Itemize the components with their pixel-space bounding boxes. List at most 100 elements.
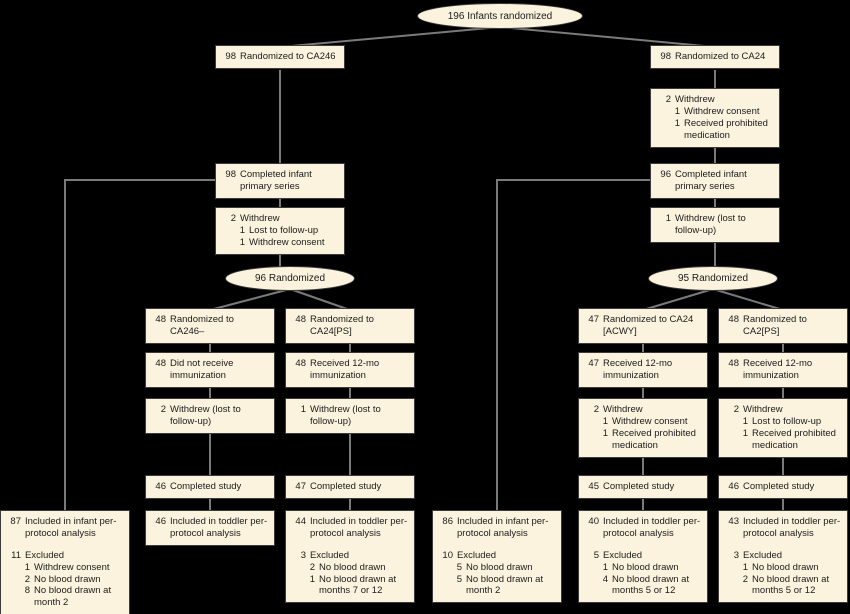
line-text: Included in toddler per-protocol analysi… [743, 516, 841, 539]
line-count: 48 [728, 358, 739, 369]
line-count: 47 [588, 314, 599, 325]
flow-line: 87 Included in infant per-protocol analys… [6, 516, 124, 540]
line-text: Withdrew [603, 404, 643, 415]
line-count: 1 [239, 224, 245, 236]
line-text: Withdrew [743, 404, 783, 415]
flow-line: 1 Lost to follow-up [221, 225, 339, 237]
line-text: Withdrew [675, 94, 715, 105]
line-count: 3 [300, 549, 306, 561]
line-text: Withdrew consent [684, 105, 760, 117]
line-count: 87 [10, 516, 21, 527]
line-count: 1 [602, 427, 608, 439]
line-text: Withdrew (lost to follow-up) [675, 213, 746, 236]
line-text: Received 12-mo immunization [743, 358, 813, 381]
line-text: Excluded [603, 549, 643, 561]
line-count: 44 [295, 516, 306, 527]
line-text: Received prohibited medication [752, 427, 836, 451]
box-right-infant-per-protocol: 86 Included in infant per-protocol analys… [432, 510, 562, 604]
flow-line: 48 Randomized to CA24[PS] [291, 314, 409, 338]
connector-line [64, 179, 215, 512]
line-text: Withdrew (lost to follow-up) [310, 404, 381, 427]
line-text: Lost to follow-up [249, 224, 319, 236]
line-count: 2 [733, 404, 739, 415]
line-text: Completed study [743, 481, 815, 492]
line-text: Randomized to CA246– [170, 314, 234, 337]
line-count: 1 [300, 404, 306, 415]
line-count: 46 [155, 516, 166, 527]
ellipse-right-randomized-label: 95 Randomized [677, 273, 749, 284]
line-text: Completed infant primary series [240, 169, 312, 192]
flow-line: 2 Withdrew [724, 404, 842, 416]
line-text: Received 12-mo immunization [603, 358, 673, 381]
line-count: 48 [295, 314, 306, 325]
ellipse-left-randomized-label: 96 Randomized [254, 273, 326, 284]
line-text: Withdrew (lost to follow-up) [170, 404, 241, 427]
line-text: No blood drawn at months 5 or 12 [752, 573, 830, 597]
line-text: Randomized to CA24 [675, 51, 766, 62]
flow-line: 8 No blood drawn at month 2 [6, 585, 124, 609]
box-left-completed-primary-series: 98 Completed infant primary series [215, 163, 345, 199]
ellipse-right-randomized: 95 Randomized [648, 266, 778, 291]
line-count: 1 [602, 415, 608, 427]
flow-line: 2 No blood drawn at months 5 or 12 [724, 574, 842, 598]
line-count: 2 [742, 573, 748, 585]
line-text: Included in infant per-protocol analysis [457, 516, 549, 539]
box-colB-withdrew: 1 Withdrew (lost to follow-up) [285, 398, 415, 434]
line-text: No blood drawn [752, 561, 819, 573]
line-text: No blood drawn [466, 561, 533, 573]
ellipse-left-randomized: 96 Randomized [225, 266, 355, 291]
line-count: 10 [442, 549, 453, 561]
line-count: 2 [309, 561, 315, 573]
line-text: Included in toddler per-protocol analysi… [310, 516, 408, 539]
flow-line: 86 Included in infant per-protocol analys… [438, 516, 556, 540]
line-count: 1 [674, 105, 680, 117]
line-text: Randomized to CA24[PS] [310, 314, 374, 337]
ellipse-infants-randomized-label: 196 Infants randomized [447, 10, 553, 22]
line-count: 86 [442, 516, 453, 527]
line-count: 1 [24, 561, 30, 573]
line-count: 1 [742, 415, 748, 427]
connector-line [289, 288, 351, 311]
line-text: Withdrew consent [249, 236, 325, 248]
line-count: 8 [24, 585, 30, 597]
line-text: No blood drawn at months 7 or 12 [319, 573, 397, 597]
line-count: 98 [225, 169, 236, 180]
line-count: 2 [593, 404, 599, 415]
line-text: No blood drawn at month 2 [466, 573, 544, 597]
line-text: Included in toddler per-protocol analysi… [603, 516, 701, 539]
line-count: 46 [155, 481, 166, 492]
line-text: No blood drawn [319, 561, 386, 573]
line-text: Excluded [25, 549, 65, 561]
line-count: 48 [155, 358, 166, 369]
connector-line [499, 26, 716, 48]
flow-line: 2 No blood drawn [291, 562, 409, 574]
line-text: Included in infant per-protocol analysis [25, 516, 117, 539]
line-text: No blood drawn at month 2 [34, 585, 112, 609]
